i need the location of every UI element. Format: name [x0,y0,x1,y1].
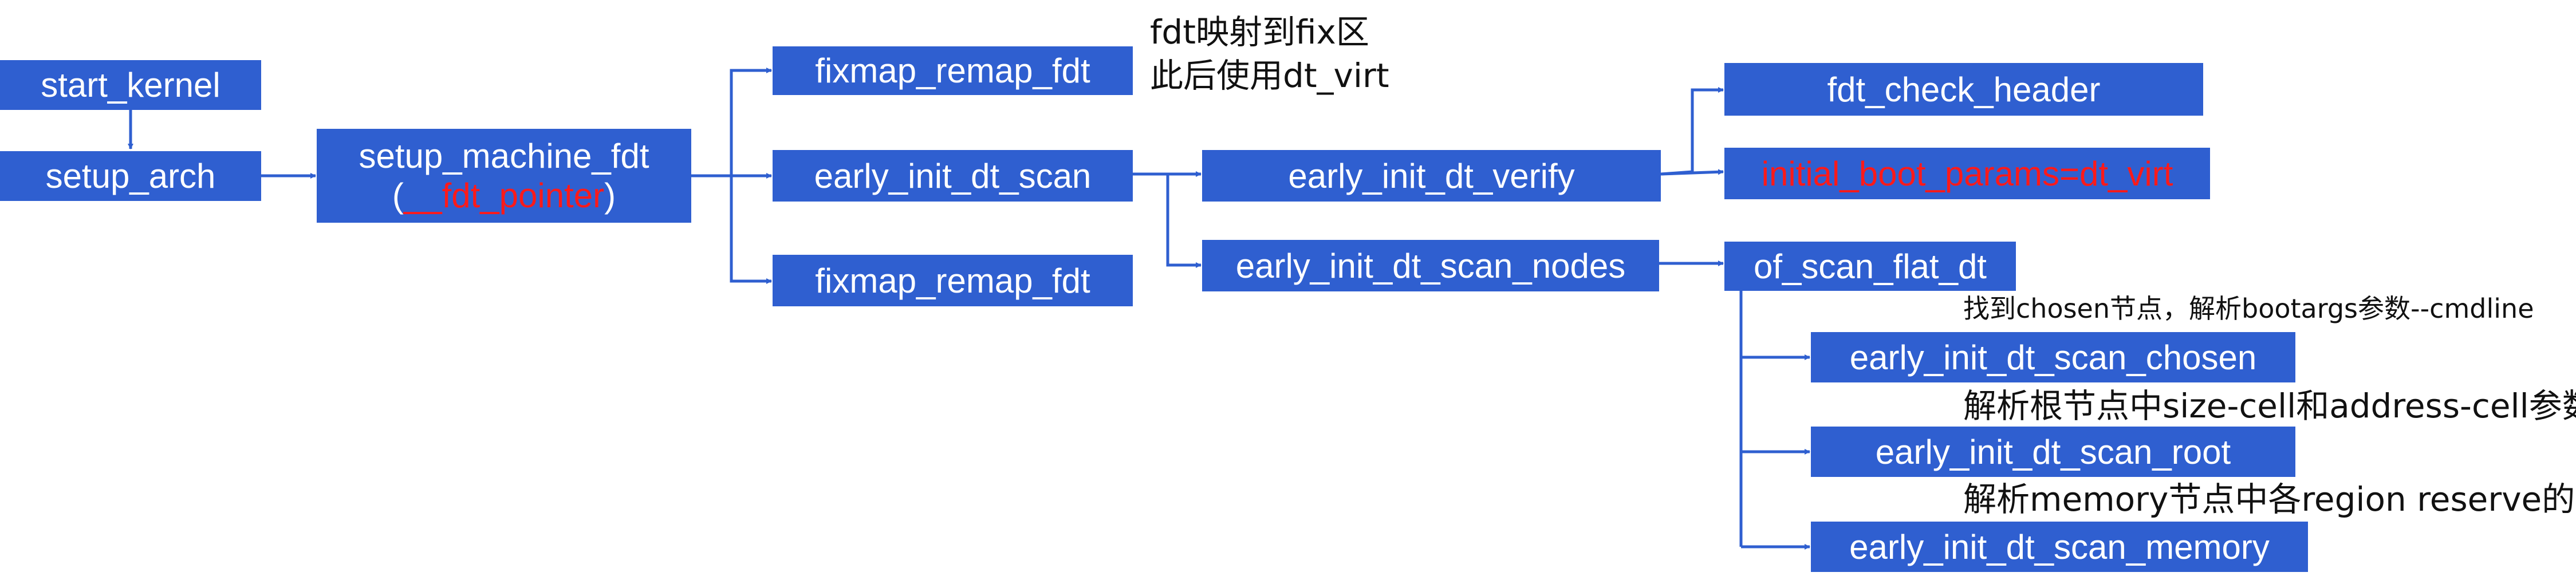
fdt-pointer-arg: (__fdt_pointer) [392,176,616,215]
note-root: 解析根节点中size-cell和address-cell参数 [1963,386,2576,425]
fdt-pointer-value: __fdt_pointer [403,176,605,215]
node-early-init-dt-scan: early_init_dt_scan [773,150,1133,202]
node-early-init-dt-scan-memory: early_init_dt_scan_memory [1811,522,2308,572]
fdt-pointer-close-paren: ) [604,176,616,215]
arrow-setup-machine-fdt-to-fixmap-bottom [730,176,772,284]
note-chosen: 找到chosen节点，解析bootargs参数--cmdline [1963,293,2534,324]
fdt-pointer-open-paren: ( [392,176,404,215]
note-memory: 解析memory节点中各region reserve的内存 [1963,480,2576,519]
node-fdt-check-header: fdt_check_header [1724,63,2203,116]
node-start-kernel: start_kernel [0,60,261,110]
note-fixmap-line2: 此后使用dt_virt [1150,56,1389,95]
arrow-scan-to-scan-nodes [1166,174,1202,268]
arrow-verify-to-initial-boot-params [1660,169,1724,176]
arrow-setup-machine-fdt-to-fixmap-top [730,68,772,176]
node-setup-machine-fdt: setup_machine_fdt (__fdt_pointer) [317,129,691,223]
node-of-scan-flat-dt: of_scan_flat_dt [1724,242,2016,291]
arrow-verify-to-fdt-check-header [1660,87,1724,176]
node-early-init-dt-scan-chosen: early_init_dt_scan_chosen [1811,332,2295,382]
node-initial-boot-params: initial_boot_params=dt_virt [1724,148,2210,199]
node-setup-arch: setup_arch [0,151,261,201]
note-fixmap-line1: fdt映射到fix区 [1150,13,1369,52]
setup-machine-fdt-label: setup_machine_fdt [359,137,649,175]
node-fixmap-remap-fdt-top: fixmap_remap_fdt [773,46,1133,95]
node-early-init-dt-scan-root: early_init_dt_scan_root [1811,427,2295,477]
node-early-init-dt-scan-nodes: early_init_dt_scan_nodes [1202,240,1659,291]
node-fixmap-remap-fdt-bottom: fixmap_remap_fdt [773,255,1133,306]
node-early-init-dt-verify: early_init_dt_verify [1202,150,1661,202]
